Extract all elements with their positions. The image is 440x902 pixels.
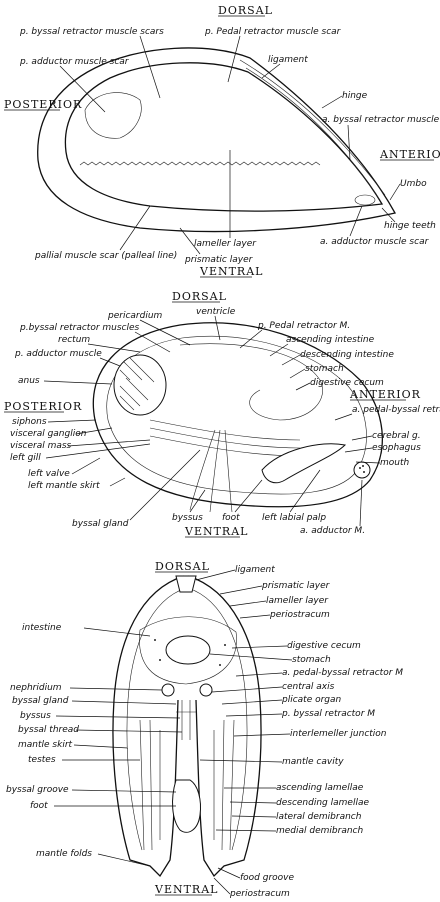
- foot-shape: [262, 444, 345, 483]
- d3-dorsal-heading: DORSAL: [155, 560, 210, 573]
- label-p-adductor-scar: p. adductor muscle scar: [19, 57, 130, 67]
- label-left-valve: left valve: [28, 469, 70, 479]
- ligament-block: [176, 576, 196, 592]
- shell-interior-diagram: DORSAL POSTERIOR ANTERIOR VENTRAL p. bys…: [4, 4, 440, 278]
- label-byssal-groove: byssal groove: [6, 785, 69, 795]
- label-hinge-teeth: hinge teeth: [384, 221, 436, 231]
- anterior-adductor-scar: [355, 195, 375, 205]
- label-central-axis: central axis: [282, 682, 335, 692]
- label-esophagus: esophagus: [372, 443, 421, 453]
- label-a-pedal-byssal-retractor: a. pedal-byssal retractor M.: [352, 405, 440, 415]
- label-plicate-organ: plicate organ: [281, 695, 342, 705]
- foot-cross-section: [173, 780, 201, 832]
- label-a-byssal-retractor-scar: a. byssal retractor muscle scar: [322, 115, 440, 125]
- label-pericardium: pericardium: [107, 311, 163, 321]
- label-ligament-d3: ligament: [235, 565, 275, 575]
- label-left-labial-palp: left labial palp: [262, 513, 326, 523]
- label-ascending-intestine: ascending intestine: [286, 335, 375, 345]
- nephridium-left: [162, 684, 174, 696]
- label-siphons: siphons: [12, 417, 47, 427]
- label-a-pedal-byssal-retractor-d3: a. pedal-byssal retractor M: [282, 668, 403, 678]
- label-stomach-d2: stomach: [305, 364, 344, 374]
- label-periostracum-bottom: periostracum: [229, 889, 290, 899]
- d2-anterior-heading: ANTERIOR: [349, 388, 421, 401]
- label-left-mantle-skirt: left mantle skirt: [28, 481, 100, 491]
- label-ventricle: ventricle: [196, 307, 236, 317]
- label-lateral-demibranch: lateral demibranch: [276, 812, 362, 822]
- label-p-byssal-retractor-d3: p. byssal retractor M: [281, 709, 375, 719]
- label-prismatic-layer-d1: prismatic layer: [184, 255, 254, 265]
- label-p-byssal-retractor-muscles: p.byssal retractor muscles: [19, 323, 140, 333]
- d1-dorsal-heading: DORSAL: [218, 4, 273, 17]
- d1-posterior-heading: POSTERIOR: [4, 98, 82, 111]
- label-mantle-cavity: mantle cavity: [282, 757, 344, 767]
- lamellae-left: [140, 720, 160, 850]
- label-lamellar-layer-d3: lameller layer: [266, 596, 329, 606]
- label-mantle-skirt-d3: mantle skirt: [18, 740, 73, 750]
- pallial-line-zigzag: [80, 162, 320, 165]
- label-prismatic-layer-d3: prismatic layer: [261, 581, 331, 591]
- label-visceral-ganglion: visceral ganglion: [10, 429, 87, 439]
- label-food-groove: food groove: [240, 873, 295, 883]
- label-mantle-folds: mantle folds: [36, 849, 92, 859]
- label-descending-intestine: descending intestine: [300, 350, 394, 360]
- label-byssus-d2: byssus: [172, 513, 203, 523]
- label-byssal-gland-d3: byssal gland: [12, 696, 69, 706]
- label-anus: anus: [18, 376, 40, 386]
- label-interlamellar-junction: interlemeller junction: [290, 729, 387, 739]
- label-digestive-cecum-d2: digestive cecum: [310, 378, 384, 388]
- transverse-section-diagram: DORSAL VENTRAL ligament prismatic layer …: [6, 560, 403, 899]
- label-hinge: hinge: [342, 91, 368, 101]
- label-digestive-cecum-d3: digestive cecum: [287, 641, 361, 651]
- lateral-anatomy-diagram: DORSAL POSTERIOR ANTERIOR VENTRAL perica…: [4, 290, 440, 538]
- label-a-adductor-scar: a. adductor muscle scar: [320, 237, 430, 247]
- d2-posterior-heading: POSTERIOR: [4, 400, 82, 413]
- label-testes: testes: [28, 755, 56, 765]
- label-p-pedal-retractor: p. Pedal retractor M.: [257, 321, 350, 331]
- d2-dorsal-heading: DORSAL: [172, 290, 227, 303]
- label-nephridium: nephridium: [10, 683, 62, 693]
- label-intestine: intestine: [22, 623, 62, 633]
- label-descending-lamellae: descending lamellae: [276, 798, 369, 808]
- label-left-gill: left gill: [10, 453, 41, 463]
- label-mouth: mouth: [380, 458, 410, 468]
- label-rectum: rectum: [58, 335, 90, 345]
- label-byssus-d3: byssus: [20, 711, 51, 721]
- label-cerebral-g: cerebral g.: [372, 431, 421, 441]
- d1-anterior-heading: ANTERIOR: [379, 148, 440, 161]
- nephridium-right: [200, 684, 212, 696]
- left-gill-lines: [150, 420, 300, 456]
- pallial-rim: [65, 63, 382, 211]
- label-foot-d3: foot: [30, 801, 48, 811]
- label-medial-demibranch: medial demibranch: [276, 826, 363, 836]
- posterior-adductor-scar: [85, 93, 141, 139]
- anterior-adductor-muscle: [354, 462, 370, 478]
- label-p-adductor-muscle: p. adductor muscle: [14, 349, 102, 359]
- label-pallial-muscle-scar: pallial muscle scar (palleal line): [34, 251, 177, 261]
- d3-ventral-heading: VENTRAL: [154, 883, 218, 896]
- stomach-shape: [166, 636, 210, 664]
- label-a-adductor-m: a. adductor M.: [300, 526, 365, 536]
- label-ascending-lamellae: ascending lamellae: [276, 783, 364, 793]
- label-periostracum-top: periostracum: [269, 610, 330, 620]
- label-lamellar-layer-d1: lameller layer: [194, 239, 257, 249]
- d2-ventral-heading: VENTRAL: [184, 525, 248, 538]
- shell-outline: [38, 48, 395, 232]
- label-umbo: Umbo: [400, 179, 427, 189]
- byssus-central: [176, 700, 196, 740]
- label-p-byssal-retractor-scars: p. byssal retractor muscle scars: [19, 27, 164, 37]
- label-byssal-gland-d2: byssal gland: [72, 519, 129, 529]
- label-byssal-thread: byssal thread: [18, 725, 79, 735]
- label-p-pedal-retractor-scar: p. Pedal retractor muscle scar: [204, 27, 342, 37]
- label-foot-d2: foot: [222, 513, 240, 523]
- d1-ventral-heading: VENTRAL: [199, 265, 263, 278]
- label-stomach-d3: stomach: [292, 655, 331, 665]
- label-ligament-d1: ligament: [268, 55, 308, 65]
- label-visceral-mass: visceral mass: [10, 441, 72, 451]
